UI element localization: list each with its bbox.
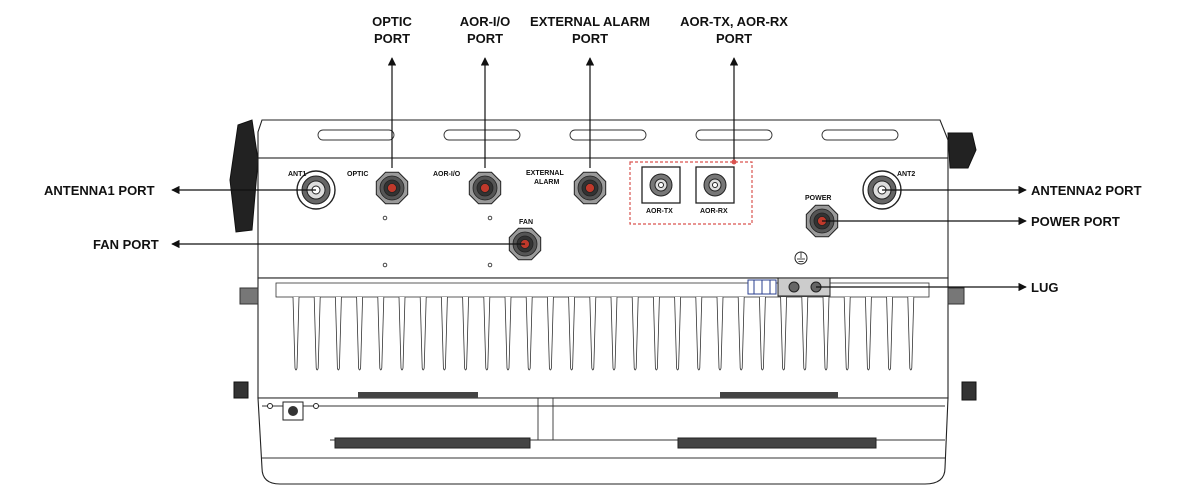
aor-rx-connector (695, 166, 735, 204)
heatsink-fin (504, 296, 512, 371)
side-knob (961, 381, 977, 401)
heatsink-fin (568, 296, 575, 371)
heatsink-fin (674, 296, 681, 371)
heatsink-fin (462, 296, 469, 371)
heatsink-fin (377, 296, 385, 371)
equipment-body (229, 119, 977, 485)
fan-unit (334, 437, 531, 449)
left-handle (229, 119, 259, 233)
heatsink-fin (335, 296, 342, 371)
callout-aorio-line1: AOR-I/O (460, 14, 511, 29)
side-knob (233, 381, 249, 399)
heatsink-fins (292, 296, 915, 371)
panel-label-power: POWER (805, 195, 831, 202)
heatsink-fin (441, 296, 448, 371)
bottom-screw (313, 403, 319, 409)
panel-label-external: EXTERNAL (526, 170, 564, 177)
panel-label-fan: FAN (519, 219, 533, 226)
callout-aorio-line2: PORT (467, 31, 503, 46)
gland-ports (375, 171, 839, 261)
heatsink-fin (631, 296, 639, 371)
fan-top (358, 392, 478, 398)
callout-aortxrx-line1: AOR-TX, AOR-RX (680, 14, 788, 29)
panel-screw (487, 215, 493, 221)
heatsink-fin (589, 296, 597, 371)
panel-label-aorio: AOR-I/O (433, 171, 461, 178)
heatsink-fin (292, 296, 300, 371)
panel-screw (487, 262, 493, 268)
heatsink-fin (313, 296, 321, 371)
heatsink-fin (759, 296, 766, 371)
callout-optic-line2: PORT (374, 31, 410, 46)
heatsink-fin (801, 296, 809, 371)
lid-slot (443, 129, 521, 141)
heatsink-fin (907, 296, 915, 371)
callout-antenna2: ANTENNA2 PORT (1031, 183, 1142, 198)
bottom-base (257, 397, 949, 485)
heatsink-fin (525, 296, 533, 371)
bottom-connector-core (288, 406, 298, 416)
callout-extalarm-line2: PORT (572, 31, 608, 46)
heatsink-fin (695, 296, 703, 371)
panel-label-optic: OPTIC (347, 171, 368, 178)
heatsink-fin (419, 296, 427, 371)
callout-lug: LUG (1031, 280, 1058, 295)
heatsink-fin (398, 296, 406, 371)
panel-screw (382, 262, 388, 268)
heatsink (257, 277, 949, 399)
lid-slot (569, 129, 647, 141)
fan-top (720, 392, 838, 398)
callout-aortxrx-line2: PORT (716, 31, 752, 46)
fan-unit (677, 437, 877, 449)
panel-label-aortx: AOR-TX (646, 208, 673, 215)
ground-lug (747, 251, 831, 297)
panel-label-ant2: ANT2 (897, 171, 915, 178)
heatsink-fin (865, 296, 872, 371)
callout-extalarm-line1: EXTERNAL ALARM (530, 14, 650, 29)
panel-label-aorrx: AOR-RX (700, 208, 728, 215)
heatsink-fin (547, 296, 554, 371)
heatsink-fin (653, 296, 660, 371)
heatsink-fin (822, 296, 830, 371)
heatsink-fin (886, 296, 893, 371)
heatsink-fin (843, 296, 851, 371)
side-bolt (947, 287, 965, 305)
panel-label-alarm: ALARM (534, 179, 559, 186)
heatsink-fin (780, 296, 787, 371)
heatsink-fin (716, 296, 724, 371)
lid-slot (317, 129, 395, 141)
aor-leader-dot (731, 159, 737, 165)
heatsink-fin (483, 296, 491, 371)
side-bolt (239, 287, 259, 305)
right-handle (947, 132, 977, 169)
aor-tx-connector (641, 166, 681, 204)
lid-slot (821, 129, 899, 141)
callout-power: POWER PORT (1031, 214, 1120, 229)
callout-fan: FAN PORT (93, 237, 159, 252)
top-lid (257, 119, 949, 159)
heatsink-fin (356, 296, 363, 371)
aor-highlight-box (629, 161, 753, 225)
aorio-port (468, 171, 502, 205)
heatsink-fin (737, 296, 745, 371)
external-alarm-port (573, 171, 607, 205)
panel-screw (382, 215, 388, 221)
bottom-screw (267, 403, 273, 409)
panel-label-ant1: ANT1 (288, 171, 306, 178)
heatsink-fin (610, 296, 618, 371)
callout-optic-line1: OPTIC (372, 14, 412, 29)
optic-port (375, 171, 409, 205)
callout-antenna1: ANTENNA1 PORT (44, 183, 155, 198)
